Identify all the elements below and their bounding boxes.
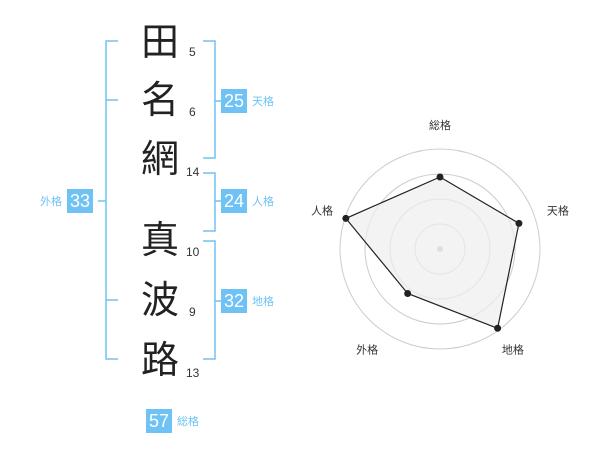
- chikaku-value: 32: [221, 289, 248, 313]
- radar-point-3: [494, 324, 502, 332]
- name-char-2: 名: [140, 78, 179, 122]
- radar-axis-label-3: 地格: [502, 342, 524, 356]
- stroke-count-6: 13: [186, 366, 200, 380]
- name-char-1: 田: [140, 20, 179, 64]
- radar-series-polygon: [344, 176, 520, 330]
- radar-point-2: [515, 219, 523, 227]
- radar-point-5: [342, 214, 350, 222]
- radar-point-4: [404, 289, 412, 297]
- stroke-count-4: 10: [186, 245, 200, 259]
- chikaku-bracket: [203, 240, 216, 360]
- radar-axis-label-2: 天格: [547, 204, 569, 218]
- chikaku-label: 地格: [252, 295, 275, 308]
- stroke-count-1: 5: [189, 45, 196, 59]
- jinkaku-bracket: [203, 172, 216, 232]
- gaikaku-badge: 外格 33: [40, 189, 94, 213]
- radar-axis-label-5: 人格: [311, 204, 333, 218]
- radar-point-1: [436, 173, 444, 181]
- name-char-3: 網: [140, 137, 179, 181]
- soukaku-badge: 57 総格: [146, 409, 199, 433]
- tenkaku-label: 天格: [252, 95, 275, 108]
- gaikaku-value: 33: [67, 189, 94, 213]
- tenkaku-badge: 25 天格: [221, 89, 274, 113]
- chikaku-badge: 32 地格: [221, 289, 274, 313]
- jinkaku-label: 人格: [252, 195, 275, 208]
- jinkaku-value: 24: [221, 189, 248, 213]
- stroke-count-5: 9: [189, 305, 196, 319]
- name-char-4: 真: [140, 218, 179, 262]
- radar-axis-label-1: 総格: [429, 118, 451, 132]
- name-char-5: 波: [140, 278, 179, 322]
- gaikaku-bracket: [105, 40, 118, 360]
- radar-axis-label-4: 外格: [356, 342, 378, 356]
- stroke-count-2: 6: [189, 105, 196, 119]
- soukaku-value: 57: [146, 409, 173, 433]
- soukaku-label: 総格: [177, 415, 200, 428]
- stroke-count-3: 14: [186, 165, 200, 179]
- jinkaku-badge: 24 人格: [221, 189, 274, 213]
- tenkaku-value: 25: [221, 89, 248, 113]
- gaikaku-label: 外格: [40, 195, 62, 208]
- name-char-6: 路: [140, 338, 179, 382]
- radar-grid-ring: [339, 148, 541, 350]
- tenkaku-bracket: [203, 40, 216, 159]
